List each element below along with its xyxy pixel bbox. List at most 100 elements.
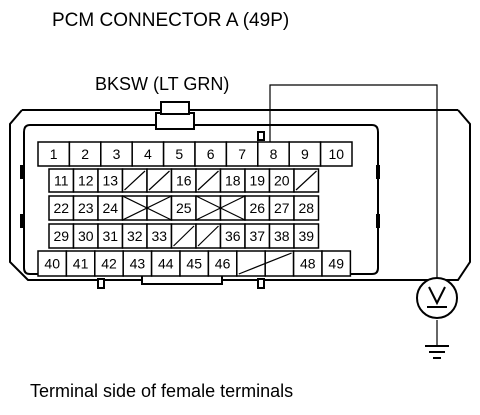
terminal-cell: 9 [288, 141, 322, 167]
terminal-number: 8 [270, 146, 278, 162]
terminal-number: 33 [151, 228, 167, 244]
terminal-number: 39 [298, 228, 314, 244]
terminal-cell: 29 [48, 223, 75, 249]
terminal-cell: 13 [97, 168, 124, 193]
blank-cavity-mark [197, 170, 219, 191]
terminal-number: 42 [101, 256, 117, 272]
terminal-number: 11 [54, 173, 69, 189]
blank-cavity-mark [122, 195, 172, 221]
terminal-cell: 4 [131, 141, 165, 167]
terminal-number: 6 [207, 146, 215, 162]
terminal-cell: 1 [37, 141, 71, 167]
blank-cavity-mark [238, 252, 292, 275]
ground-icon [425, 345, 449, 359]
terminal-cell: 5 [162, 141, 196, 167]
terminal-cell: 3 [100, 141, 133, 167]
terminal-number: 43 [130, 256, 146, 272]
terminal-cell: 26 [244, 195, 271, 221]
terminal-number: 4 [144, 146, 152, 162]
terminal-cell: 31 [97, 223, 124, 249]
blank-cavity-mark [197, 225, 219, 247]
terminal-number: 40 [44, 256, 60, 272]
terminal-cell: 23 [72, 195, 99, 221]
terminal-cell: 25 [170, 195, 197, 221]
terminal-cell: 48 [292, 250, 323, 277]
terminal-cell: 46 [207, 250, 238, 277]
terminal-cell: 6 [194, 141, 228, 167]
terminal-cell: 49 [321, 250, 352, 277]
terminal-cell: 18 [219, 168, 246, 193]
terminal-cell: 11 [48, 168, 75, 193]
terminal-number: 48 [300, 256, 316, 272]
terminal-cell: 30 [72, 223, 99, 249]
diagram-title: PCM CONNECTOR A (49P) [52, 10, 289, 31]
terminal-cell [236, 250, 266, 277]
terminal-cell [121, 195, 148, 221]
terminal-cell: 37 [244, 223, 271, 249]
terminal-number: 9 [301, 146, 309, 162]
wire-label: BKSW (LT GRN) [95, 74, 229, 94]
terminal-number: 37 [249, 228, 265, 244]
terminal-cell: 44 [150, 250, 181, 277]
terminal-cell: 42 [94, 250, 124, 277]
terminal-number: 25 [176, 200, 192, 216]
terminal-cell: 12 [72, 168, 99, 193]
blank-cavity-mark [124, 170, 146, 191]
terminal-cell: 45 [179, 250, 210, 277]
terminal-cell: 7 [225, 141, 259, 167]
terminal-number: 31 [102, 228, 118, 244]
terminal-cell: 28 [293, 195, 320, 221]
terminal-cell: 16 [170, 168, 197, 193]
terminal-number: 18 [225, 173, 241, 189]
terminal-cell: 10 [319, 141, 353, 167]
terminal-number: 26 [249, 200, 265, 216]
terminal-number: 44 [158, 256, 174, 272]
diagram-caption: Terminal side of female terminals [30, 381, 293, 401]
terminal-number: 27 [274, 200, 290, 216]
terminal-cell: 39 [293, 223, 320, 249]
blank-cavity-mark [295, 170, 317, 191]
terminal-number: 3 [113, 146, 121, 162]
terminal-number: 49 [328, 256, 344, 272]
blank-cavity-mark [195, 195, 246, 221]
terminal-cell: 20 [268, 168, 295, 193]
terminal-number: 30 [78, 228, 94, 244]
terminal-number: 5 [175, 146, 183, 162]
terminal-number: 41 [73, 256, 89, 272]
terminal-number: 32 [127, 228, 143, 244]
terminal-number: 36 [225, 228, 241, 244]
blank-cavity-mark [148, 170, 170, 191]
probe-wire [269, 84, 438, 278]
terminal-number: 10 [329, 146, 345, 162]
terminal-cell [219, 195, 246, 221]
terminal-number: 45 [186, 256, 202, 272]
terminal-number: 46 [215, 256, 231, 272]
terminal-cell: 43 [122, 250, 153, 277]
terminal-cell [264, 250, 295, 277]
terminal-number: 19 [249, 173, 265, 189]
terminal-cell: 27 [268, 195, 295, 221]
terminal-number: 13 [102, 173, 118, 189]
terminal-cell: 38 [268, 223, 295, 249]
voltmeter-icon [416, 277, 458, 319]
terminal-cell [195, 195, 222, 221]
terminal-number: 20 [274, 173, 290, 189]
terminal-cell [146, 195, 173, 221]
terminal-number: 22 [53, 200, 69, 216]
terminal-number: 24 [102, 200, 118, 216]
terminal-cell: 36 [219, 223, 246, 249]
terminal-cell: 22 [48, 195, 75, 221]
terminal-cell: 32 [121, 223, 148, 249]
terminal-cell: 33 [146, 223, 173, 249]
terminal-number: 38 [274, 228, 290, 244]
terminal-cell: 19 [244, 168, 271, 193]
terminal-cell: 40 [37, 250, 68, 277]
blank-cavity-mark [173, 225, 195, 247]
terminal-number: 16 [176, 173, 192, 189]
terminal-cell: 41 [65, 250, 96, 277]
terminal-number: 7 [238, 146, 246, 162]
terminal-number: 29 [53, 228, 69, 244]
terminal-cell: 8 [257, 141, 290, 167]
